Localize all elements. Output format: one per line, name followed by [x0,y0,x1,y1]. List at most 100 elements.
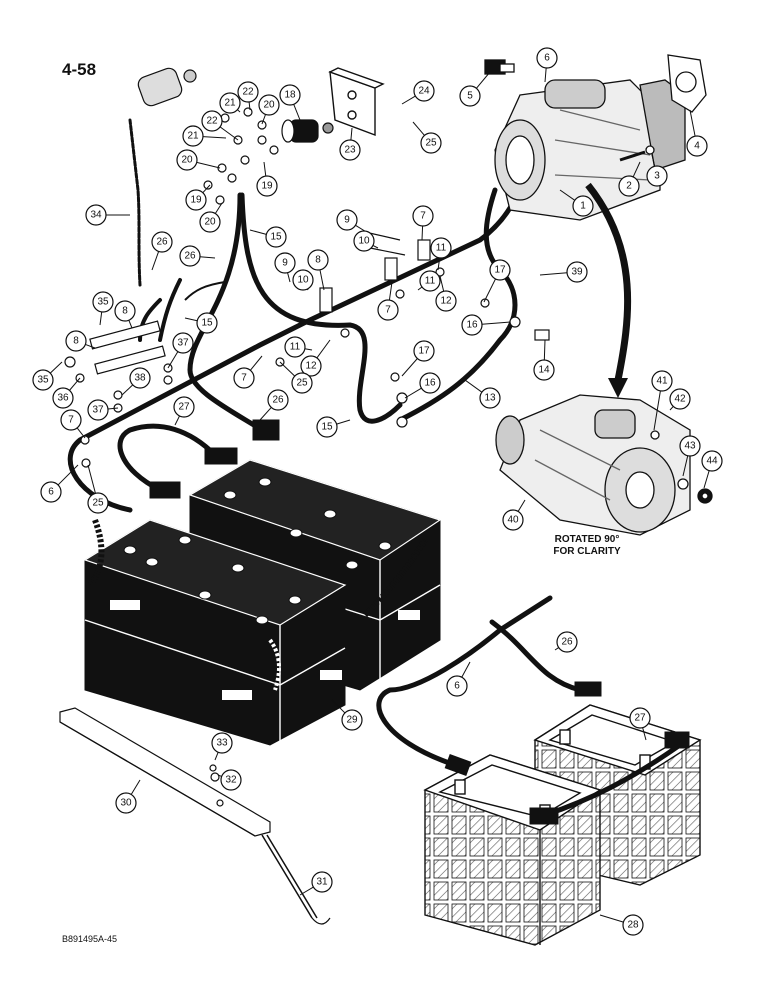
callout-number: 36 [57,393,69,404]
callout-number: 22 [206,116,218,127]
callout-40: 40 [502,509,524,531]
rotated-note-line1: ROTATED 90° [554,534,620,545]
callout-circle [651,370,673,392]
callout-circle [220,769,242,791]
callout-circle [40,481,62,503]
callout-20: 20 [258,94,280,116]
callout-circle [115,792,137,814]
callout-15: 15 [316,416,338,438]
callout-26: 26 [151,231,173,253]
callout-circle [32,369,54,391]
callout-26: 26 [556,631,578,653]
callout-number: 20 [263,100,275,111]
rotated-note-line2: FOR CLARITY [553,546,621,557]
leader-line-25 [279,361,296,377]
callout-17: 17 [489,259,511,281]
callout-21: 21 [219,92,241,114]
callout-number: 15 [270,232,282,243]
leader-line-19 [202,184,211,194]
leader-line-12 [316,339,331,359]
callout-23: 23 [339,139,361,161]
callout-circle [413,340,435,362]
callout-25: 25 [420,132,442,154]
callout-number: 28 [627,920,639,931]
callout-circle [211,732,233,754]
callout-circle [572,195,594,217]
leader-line-26 [151,251,160,271]
leader-line-20 [196,161,221,169]
callout-37: 37 [87,399,109,421]
leader-line-23 [350,127,353,141]
callout-number: 17 [418,346,430,357]
leader-line-36 [69,377,81,391]
leader-line-37 [107,407,119,410]
callout-number: 15 [201,318,213,329]
leader-line-31 [299,886,314,896]
leader-line-7 [421,225,424,241]
leader-line-22 [219,126,239,141]
leader-line-6 [461,661,471,678]
callout-circle [646,165,668,187]
leader-line-44 [703,470,710,489]
leader-line-24 [401,95,416,105]
callout-circle [353,230,375,252]
callout-number: 26 [184,251,196,262]
callout-15: 15 [265,226,287,248]
callout-number: 32 [225,775,237,786]
callout-10: 10 [353,230,375,252]
leader-line-25 [412,121,425,136]
callout-number: 8 [315,255,321,266]
callout-circle [65,330,87,352]
callout-number: 5 [467,91,473,102]
callout-circle [701,450,723,472]
callout-circle [87,399,109,421]
callout-11: 11 [419,270,441,292]
callout-number: 1 [580,201,586,212]
callout-circle [533,359,555,381]
callout-circle [686,135,708,157]
callout-12: 12 [435,290,457,312]
battery-pair-white [423,704,702,946]
callout-36: 36 [52,387,74,409]
callout-29: 29 [341,709,363,731]
leader-line-17 [483,278,496,303]
callout-circle [435,290,457,312]
leader-line-37 [167,351,179,369]
callout-number: 21 [187,131,199,142]
callout-number: 11 [425,276,436,287]
clamp-hardware [64,231,550,468]
callout-number: 30 [120,798,132,809]
leader-line-16 [404,387,422,399]
leader-line-8 [319,269,325,291]
callout-number: 7 [385,305,391,316]
callout-circle [311,871,333,893]
callout-25: 25 [291,372,313,394]
battery-hold-down-bracket [59,707,331,925]
curved-arrow-left [184,281,226,301]
leader-line-17 [401,358,418,377]
leader-line-26 [554,647,559,651]
callout-number: 10 [297,275,309,286]
callout-number: 7 [68,415,74,426]
callout-number: 27 [634,713,646,724]
page-number: 4-58 [62,60,97,79]
callout-circle [201,110,223,132]
callout-number: 23 [344,145,356,156]
callout-28: 28 [622,914,644,936]
leader-line-41 [653,390,661,431]
callout-circle [179,245,201,267]
callout-20: 20 [199,211,221,233]
callout-12: 12 [300,355,322,377]
leader-line-14 [543,339,546,361]
callout-number: 9 [282,258,288,269]
callout-9: 9 [274,252,296,274]
callout-14: 14 [533,359,555,381]
callout-8: 8 [114,300,136,322]
callout-16: 16 [419,372,441,394]
callout-number: 16 [466,320,478,331]
callout-8: 8 [65,330,87,352]
callout-35: 35 [92,291,114,313]
callout-3: 3 [646,165,668,187]
callout-6: 6 [536,47,558,69]
leader-line-6 [57,464,79,486]
